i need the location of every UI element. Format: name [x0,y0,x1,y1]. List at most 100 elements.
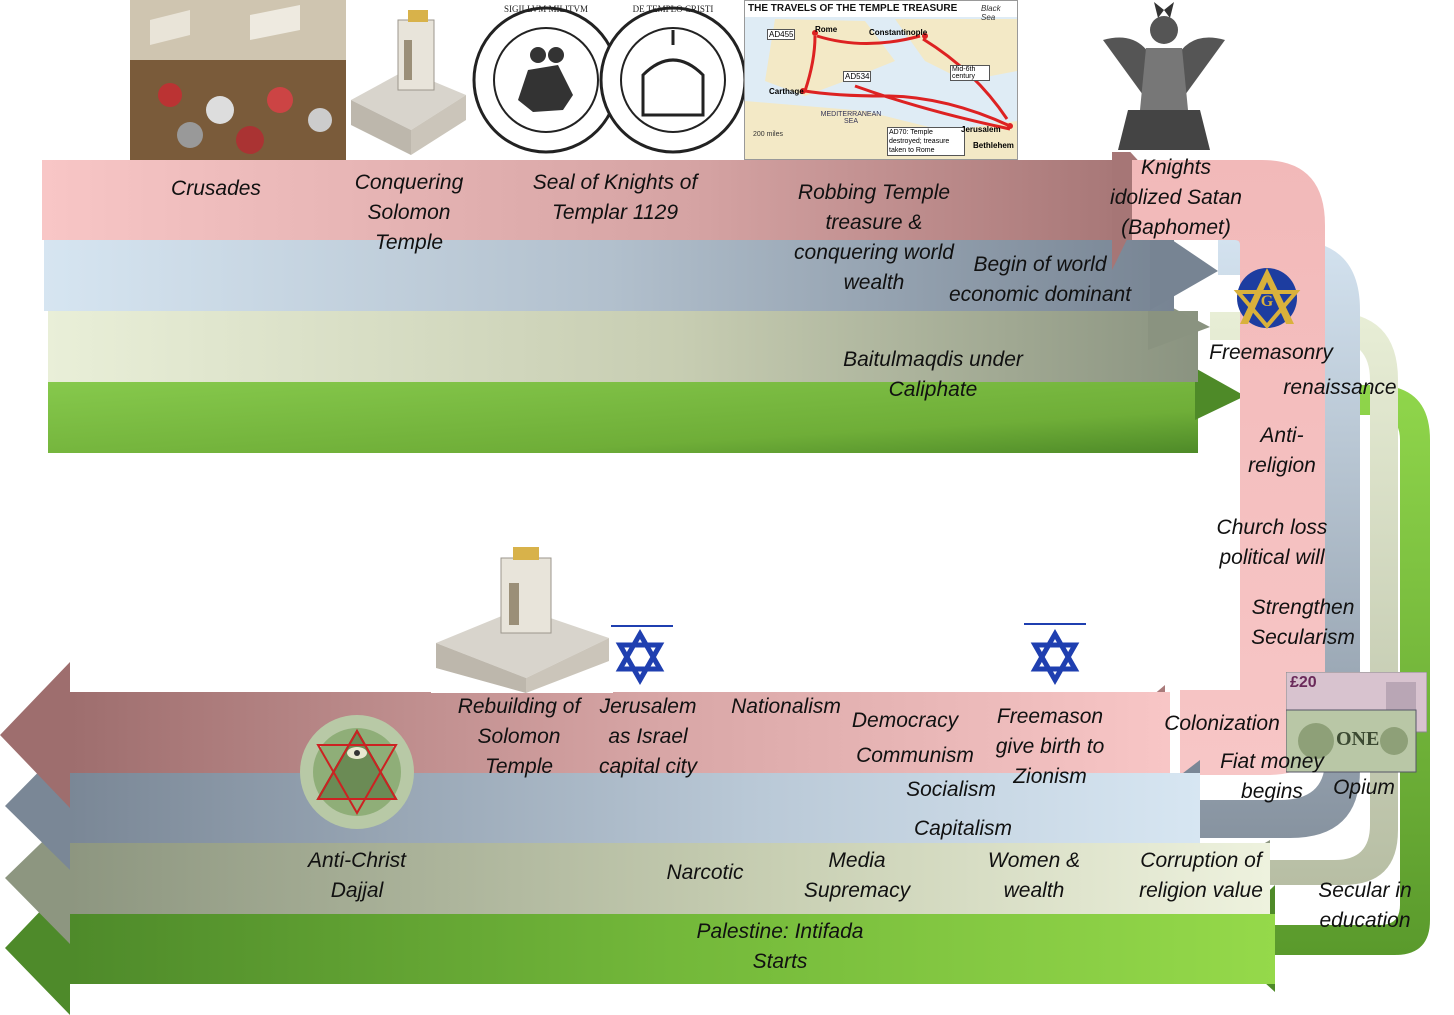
map-scale: 200 miles [753,131,783,138]
label-line: Communism [856,744,974,767]
svg-text:G: G [1261,293,1274,310]
label-line: Robbing Temple [797,181,951,204]
label-nationalism: Nationalism [716,692,856,722]
solomon-temple-image [346,0,470,160]
uturn-green [1240,385,1430,955]
label-line: Church loss [1216,516,1328,539]
band-green-top [48,368,1245,453]
label-line: treasure & [825,211,923,234]
label-line: education [1319,909,1411,932]
label-line: begins [1241,780,1303,803]
label-line: Dajjal [330,879,384,902]
label-line: Zionism [1013,765,1087,788]
map-carthage: Carthage [769,87,804,96]
label-church-loss-political-will: Church loss political will [1196,513,1348,573]
label-line: Democracy [851,709,959,732]
label-corruption-religion-value: Corruption of religion value [1120,846,1282,906]
label-line: Anti- [1260,424,1304,447]
label-line: Secular in [1318,879,1412,902]
label-line: Freemason [996,705,1104,728]
map-title: THE TRAVELS OF THE TEMPLE TREASURE [748,3,958,14]
baphomet-image [1098,0,1230,152]
label-renaissance: renaissance [1270,373,1410,403]
band-blue-bottom [5,740,1200,870]
label-capitalism: Capitalism [898,814,1028,844]
map-bethlehem: Bethlehem [973,141,1014,150]
map-ad455: AD455 [767,29,796,40]
label-knights-idolized-satan: Knights idolized Satan (Baphomet) [1096,153,1256,243]
label-line: idolized Satan [1110,186,1242,209]
label-line: Secularism [1251,626,1355,649]
label-line: capital city [598,755,698,778]
band-pink-bottom [0,662,1170,808]
label-line: Knights [1140,156,1212,179]
label-line: economic dominant [948,283,1132,306]
label-colonization: Colonization [1150,709,1294,739]
label-crusades: Crusades [150,174,282,204]
seal-text-left: SIGILLVM MILITVM [504,4,588,14]
label-line: Strengthen [1251,596,1355,619]
seal-text-right: DE TEMPLO CRISTI [632,4,714,14]
label-line: Palestine: Intifada [696,920,864,943]
label-line: Fiat money [1220,750,1324,773]
map-mid6th: Mid-6th century [950,65,990,81]
label-line: Colonization [1164,712,1280,735]
label-line: Nationalism [731,695,841,718]
label-democracy: Democracy [838,706,972,736]
label-line: Rebuilding of [457,695,581,718]
band-green-bottom [5,880,1275,1015]
label-line: Solomon [367,201,451,224]
band-pink-top [42,132,1156,270]
label-line: Solomon [477,725,561,748]
uturn-blue [1200,240,1360,838]
label-line: (Baphomet) [1121,216,1231,239]
label-freemasonry: Freemasonry [1196,338,1346,368]
label-line: Capitalism [913,817,1013,840]
star-of-david-icon [607,624,673,686]
label-line: Conquering [354,171,464,194]
label-line: Templar 1129 [551,201,679,224]
label-secular-education: Secular in education [1300,876,1430,936]
freemasonry-emblem-image: G [1226,262,1308,334]
label-line: conquering world [794,241,954,264]
label-anti-religion: Anti-religion [1230,421,1334,481]
label-line: Corruption of [1140,849,1262,872]
label-line: Temple [484,755,554,778]
label-line: religion value [1139,879,1263,902]
rebuilt-temple-image [431,543,613,693]
label-line: Narcotic [666,861,744,884]
label-line: Baitulmaqdis under [843,348,1023,371]
label-line: as Israel [608,725,688,748]
map-black-sea: Black Sea [981,4,1001,22]
star-of-david-icon [1022,622,1088,688]
crusades-image [130,0,346,160]
label-line: Jerusalem [599,695,697,718]
map-ad70: AD70: Temple destroyed; treasure taken t… [887,127,965,156]
band-blue-top [44,225,1218,311]
label-line: Supremacy [803,879,911,902]
label-line: political will [1219,546,1325,569]
label-line: Media [828,849,886,872]
map-rome: Rome [815,25,838,34]
label-line: Opium [1333,776,1395,799]
label-communism: Communism [842,741,988,771]
label-line: Anti-Christ [307,849,407,872]
banknotes-image: £20 ONE [1286,672,1427,774]
label-women-wealth: Women &wealth [972,846,1096,906]
label-narcotic: Narcotic [650,858,760,888]
label-line: Socialism [906,778,996,801]
pound-note-label: £20 [1290,674,1317,691]
label-line: wealth [1003,879,1065,902]
label-robbing-temple-treasure: Robbing Temple treasure & conquering world… [776,178,972,298]
map-constantinople: Constantinople [869,28,928,37]
uturn-sage [1210,312,1398,885]
label-line: Caliphate [888,378,978,401]
temple-treasure-map: THE TRAVELS OF THE TEMPLE TREASURE Black… [744,0,1018,160]
